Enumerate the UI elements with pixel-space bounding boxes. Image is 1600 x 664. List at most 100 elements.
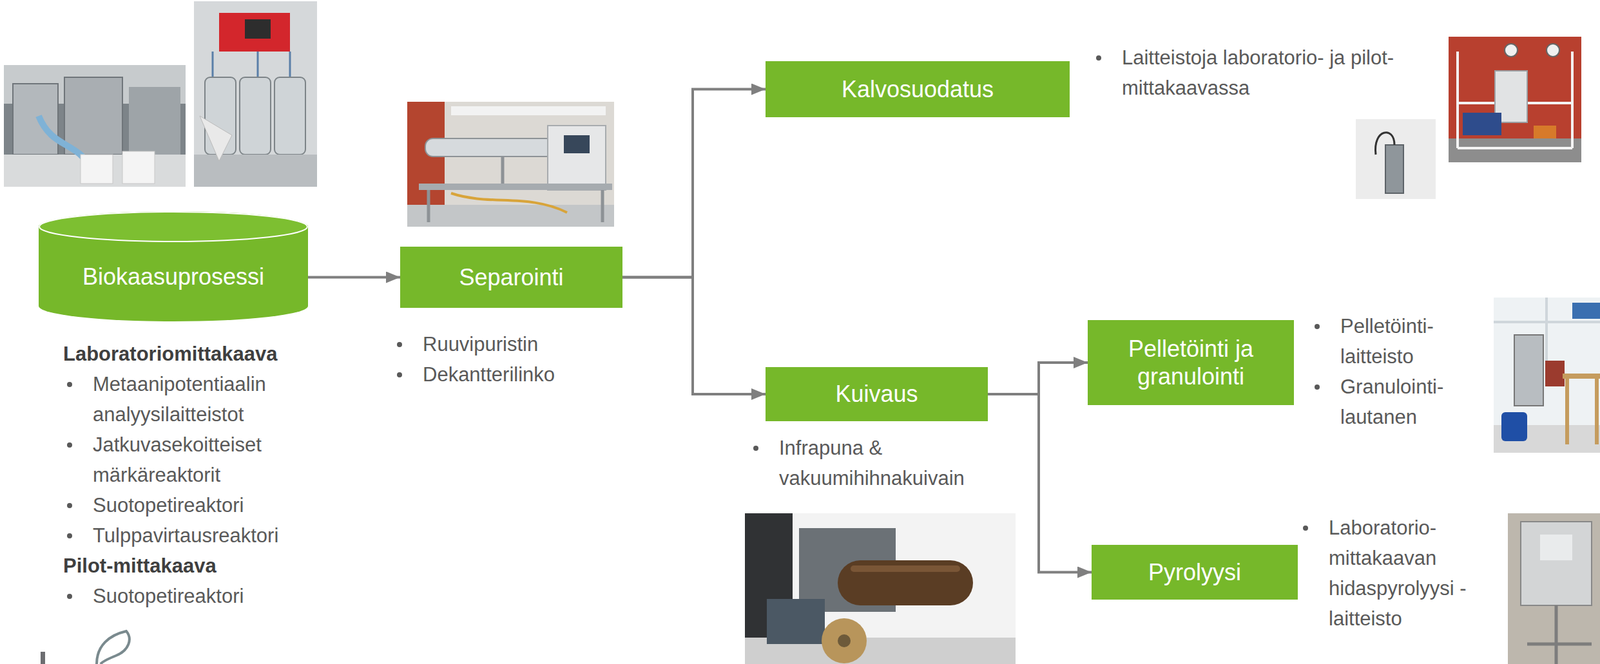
photo-membrane-rig <box>1448 36 1582 163</box>
photo-pyrolysis-unit <box>1507 513 1600 664</box>
photo-belt-dryer <box>744 513 1016 664</box>
photo-belt-dryer <box>744 513 1016 664</box>
photo-separator <box>428 156 603 223</box>
photo-pyrolysis-unit <box>1540 534 1573 561</box>
photo-pelletizer <box>1545 360 1565 387</box>
photo-belt-dryer <box>766 599 825 645</box>
list-text: Tulppavirtausreaktori <box>92 524 279 548</box>
bullet-list: Pelletöinti-laitteistoGranulointi-lautan… <box>1310 311 1483 433</box>
connector-arrow <box>987 362 1088 395</box>
list-text: Laboratorio-mittakaavan hidaspyrolyysi -… <box>1328 516 1467 631</box>
node-label: Pyrolyysi <box>1148 558 1242 587</box>
list-heading: Pilot-mittakaava <box>63 554 217 578</box>
bullet-item: Metaanipotentiaalin analyysilaitteistot <box>63 369 334 430</box>
photo-membrane-rig <box>1533 125 1557 139</box>
photo-separator <box>407 101 615 227</box>
list-heading-row: Laboratoriomittakaava <box>63 338 334 370</box>
bullet-dot <box>1302 525 1309 531</box>
logo-mark <box>96 631 130 664</box>
list-text: Granulointi-lautanen <box>1340 375 1444 429</box>
photo-separator <box>563 135 590 154</box>
photo-pyrolysis-unit <box>1520 521 1592 606</box>
list-text: Infrapuna & vakuumihihnakuivain <box>779 436 965 490</box>
photo-membrane-module <box>1375 132 1395 155</box>
bullet-item: Suotopetireaktori <box>63 490 334 521</box>
photo-reactor-vessels <box>274 77 306 155</box>
logo-mark <box>40 631 130 664</box>
photo-reactor-vessels <box>193 1 318 187</box>
node-label: Biokaasuprosessi <box>82 262 265 291</box>
node-label: Pelletöinti ja granulointi <box>1098 335 1284 391</box>
photo-separator <box>407 101 615 227</box>
photo-lab-reactors <box>3 65 186 187</box>
photo-pelletizer <box>1572 302 1600 319</box>
bullet-dot <box>396 342 403 348</box>
bullet-dot <box>396 372 403 378</box>
list-text: Suotopetireaktori <box>92 494 244 517</box>
photo-membrane-module <box>1355 119 1436 200</box>
photo-pelletizer <box>1501 412 1528 442</box>
bullet-dot <box>753 445 759 452</box>
bullet-item: Tulppavirtausreaktori <box>63 520 334 551</box>
list-text: Suotopetireaktori <box>92 585 244 608</box>
cylinder-body <box>38 211 309 322</box>
bullet-list: LaboratoriomittakaavaMetaanipotentiaalin… <box>63 338 334 612</box>
list-text: Metaanipotentiaalin analyysilaitteistot <box>92 373 267 426</box>
photo-belt-dryer <box>837 560 974 606</box>
photo-membrane-rig <box>1504 43 1518 57</box>
photo-membrane-rig <box>1546 43 1560 57</box>
cylinder-top <box>39 212 308 242</box>
photo-membrane-module <box>1385 144 1404 194</box>
bullet-dot <box>1314 384 1320 390</box>
bullet-list: Laitteistoja laboratorio- ja pilot-mitta… <box>1092 42 1406 104</box>
list-heading: Laboratoriomittakaava <box>63 342 278 366</box>
process-box: Kuivaus <box>765 367 988 422</box>
photo-separator <box>407 204 615 227</box>
photo-lab-reactors <box>3 65 186 187</box>
photo-separator <box>451 106 606 116</box>
bullet-dot <box>67 442 73 448</box>
photo-separator <box>547 125 606 191</box>
bullet-item: Jatkuvasekoitteiset märkäreaktorit <box>63 429 334 491</box>
photo-pelletizer <box>1567 378 1597 445</box>
photo-belt-dryer <box>821 618 867 664</box>
bullet-item: Dekantterilinko <box>393 359 664 390</box>
bullet-list: Infrapuna & vakuumihihnakuivain <box>749 433 1024 494</box>
list-text: Jatkuvasekoitteiset märkäreaktorit <box>92 433 262 487</box>
photo-lab-reactors <box>12 83 58 155</box>
bullet-list: RuuvipuristinDekantterilinko <box>393 329 664 390</box>
photo-reactor-vessels <box>244 19 271 39</box>
photo-pyrolysis-unit <box>1527 605 1592 664</box>
photo-pelletizer <box>1514 335 1544 406</box>
photo-lab-reactors <box>3 154 186 187</box>
photo-separator <box>418 183 613 191</box>
photo-pelletizer <box>1493 297 1600 454</box>
bullet-list: Laboratorio-mittakaavan hidaspyrolyysi -… <box>1299 512 1497 635</box>
bullet-item: Granulointi-lautanen <box>1310 371 1483 433</box>
photo-reactor-vessels <box>199 115 232 162</box>
photo-lab-reactors <box>80 154 113 184</box>
process-box: Separointi <box>400 246 623 309</box>
photo-separator <box>425 138 555 157</box>
bullet-dot <box>67 594 73 600</box>
connector-arrow <box>622 277 766 396</box>
photo-pelletizer <box>1562 373 1600 379</box>
process-box: Pyrolyysi <box>1091 545 1298 600</box>
list-text: Laitteistoja laboratorio- ja pilot-mitta… <box>1121 46 1394 100</box>
photo-reactor-vessels <box>212 51 290 78</box>
bullet-dot <box>67 382 73 388</box>
node-label: Separointi <box>458 263 564 292</box>
process-box: Pelletöinti ja granulointi <box>1087 320 1294 406</box>
connector-arrow <box>622 89 766 278</box>
bullet-dot <box>1314 324 1320 330</box>
photo-reactor-vessels <box>193 154 318 187</box>
bullet-dot <box>1096 55 1102 61</box>
list-text: Dekantterilinko <box>422 363 555 386</box>
photo-lab-reactors <box>128 86 181 155</box>
photo-membrane-rig <box>1457 51 1573 149</box>
photo-membrane-rig <box>1448 36 1582 163</box>
photo-reactor-vessels <box>219 12 290 52</box>
logo-mark <box>40 652 46 664</box>
node-label: Kuivaus <box>835 380 918 408</box>
